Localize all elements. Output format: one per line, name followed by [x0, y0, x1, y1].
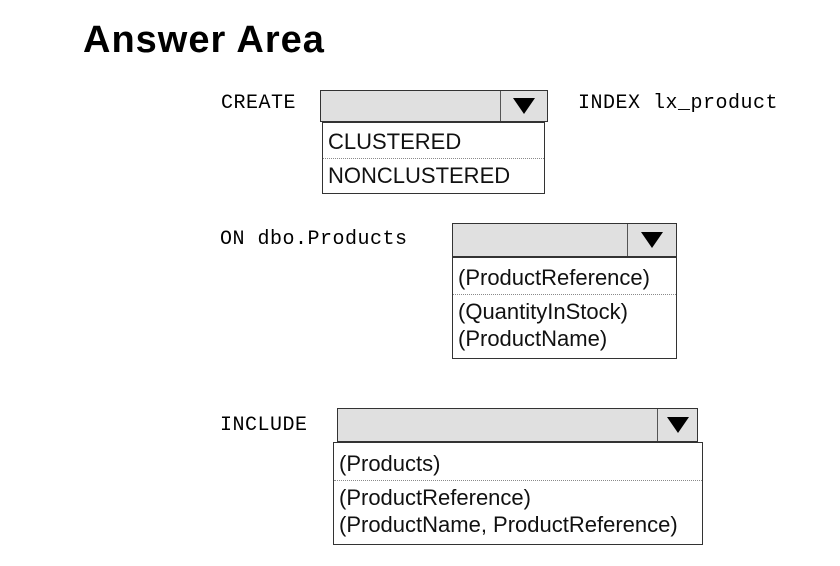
include-columns-dropdown[interactable]	[337, 408, 698, 442]
dropdown-arrow-button[interactable]	[627, 224, 676, 256]
triangle-down-icon	[513, 98, 535, 114]
option-productreference[interactable]: (ProductReference)	[453, 258, 676, 295]
page-title: Answer Area	[83, 19, 325, 61]
index-columns-options-list: (ProductReference) (QuantityInStock) (Pr…	[452, 257, 677, 359]
option-productname-productreference[interactable]: (ProductName, ProductReference)	[339, 512, 678, 537]
create-keyword-label: CREATE	[221, 92, 297, 115]
include-keyword-label: INCLUDE	[220, 414, 308, 437]
on-clause-label: ON dbo.Products	[220, 228, 408, 251]
include-columns-options-list: (Products) (ProductReference) (ProductNa…	[333, 442, 703, 545]
option-productreference[interactable]: (ProductReference)	[339, 485, 531, 510]
create-type-options-list: CLUSTERED NONCLUSTERED	[322, 122, 545, 194]
triangle-down-icon	[641, 232, 663, 248]
triangle-down-icon	[666, 417, 689, 433]
option-products[interactable]: (Products)	[334, 443, 702, 481]
option-nonclustered[interactable]: NONCLUSTERED	[328, 163, 511, 188]
option-productname[interactable]: (ProductName)	[458, 326, 608, 351]
option-clustered[interactable]: CLUSTERED	[323, 123, 544, 159]
dropdown-value[interactable]	[321, 91, 500, 121]
create-type-dropdown[interactable]	[320, 90, 548, 122]
index-name-label: INDEX lx_product	[578, 92, 779, 115]
option-group: (ProductReference) (ProductName, Product…	[334, 481, 702, 544]
option-group: (QuantityInStock) (ProductName)	[453, 295, 676, 358]
option-quantityinstock[interactable]: (QuantityInStock)	[458, 299, 628, 324]
dropdown-arrow-button[interactable]	[657, 409, 697, 441]
dropdown-arrow-button[interactable]	[500, 91, 547, 121]
dropdown-value[interactable]	[453, 224, 627, 256]
dropdown-value[interactable]	[338, 409, 657, 441]
index-columns-dropdown[interactable]	[452, 223, 677, 257]
